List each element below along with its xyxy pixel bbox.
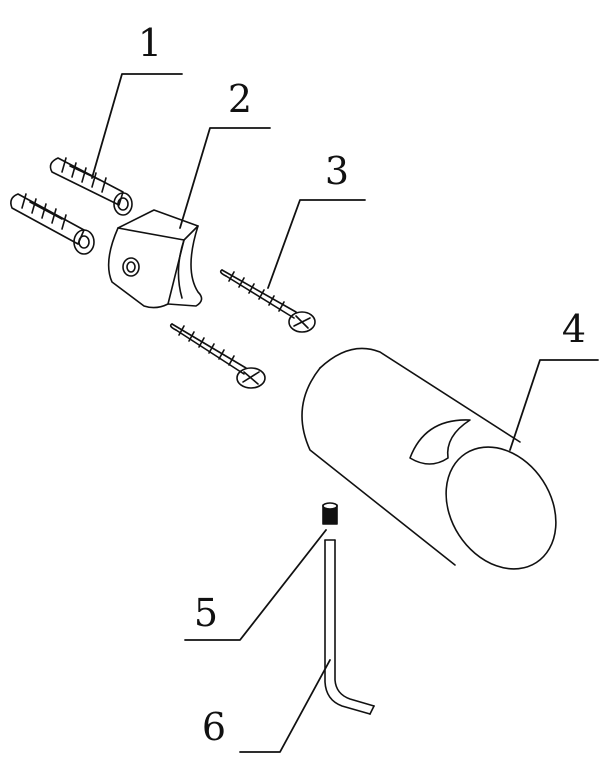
callout-5: 5: [194, 591, 218, 635]
set-screw: [322, 502, 338, 525]
wall-anchor-lower: [10, 193, 95, 255]
screw-lower: [169, 323, 266, 389]
screw-upper: [219, 269, 316, 333]
wall-anchor-upper: [49, 157, 133, 216]
mounting-bracket: [107, 209, 203, 309]
hex-key: [324, 539, 375, 715]
leader-lines: [91, 73, 599, 753]
callout-4: 4: [562, 307, 586, 351]
callout-labels: 1 2 3 4 5 6: [138, 21, 586, 749]
callout-6: 6: [202, 705, 226, 749]
callout-3: 3: [325, 149, 349, 193]
cylinder-knob: [301, 347, 557, 570]
callout-1: 1: [138, 21, 162, 65]
callout-2: 2: [228, 77, 252, 121]
